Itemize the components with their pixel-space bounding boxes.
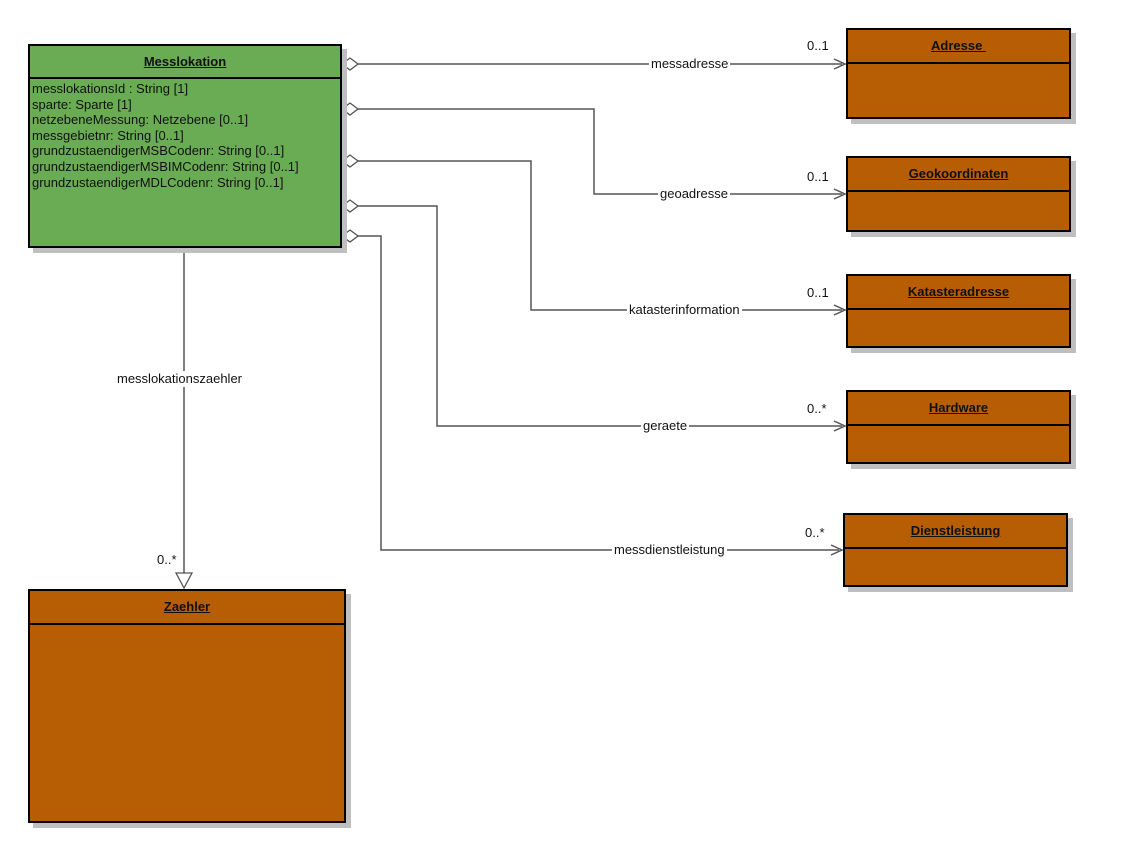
attribute: netzebeneMessung: Netzebene [0..1] <box>32 112 249 128</box>
class-name: Messlokation <box>30 46 340 79</box>
attribute: messgebietnr: String [0..1] <box>32 127 184 143</box>
aggregation-diamond <box>340 199 360 213</box>
aggregation-diamond <box>340 102 360 116</box>
role-label-messlokationszaehler: messlokationszaehler <box>115 371 245 387</box>
class-dienstleistung[interactable]: Dienstleistung <box>843 513 1068 587</box>
attribute: messlokationsId : String [1] <box>32 81 189 96</box>
class-name: Adresse <box>848 30 1069 64</box>
association-line-geraete[interactable] <box>358 205 842 427</box>
role-label-geraete: geraete <box>641 418 690 434</box>
class-name: Katasteradresse <box>848 276 1069 310</box>
association-line-geoadresse[interactable] <box>358 108 842 195</box>
class-katasteradresse[interactable]: Katasteradresse <box>846 274 1071 348</box>
multiplicity-label: 0..* <box>807 401 827 416</box>
multiplicity-label: 0..1 <box>807 169 829 184</box>
generalization-triangle <box>174 572 194 590</box>
attribute: grundzustaendigerMDLCodenr: String [0..1… <box>32 174 284 190</box>
class-messlokation[interactable]: Messlokation messlokationsId : String [1… <box>28 44 342 248</box>
arrowhead <box>833 188 847 200</box>
attribute-list: messlokationsId : String [1] sparte: Spa… <box>30 79 340 192</box>
arrowhead <box>833 58 847 70</box>
multiplicity-label: 0..1 <box>807 38 829 53</box>
attribute: sparte: Sparte [1] <box>32 96 132 112</box>
attribute: grundzustaendigerMSBIMCodenr: String [0.… <box>32 158 299 174</box>
arrowhead <box>833 304 847 316</box>
class-geokoordinaten[interactable]: Geokoordinaten <box>846 156 1071 232</box>
class-name: Hardware <box>848 392 1069 426</box>
aggregation-diamond <box>340 57 360 71</box>
attribute: grundzustaendigerMSBCodenr: String [0..1… <box>32 143 285 159</box>
class-name: Geokoordinaten <box>848 158 1069 192</box>
class-name: Dienstleistung <box>845 515 1066 549</box>
multiplicity-label: 0..1 <box>807 285 829 300</box>
class-name: Zaehler <box>30 591 344 625</box>
arrowhead <box>830 544 844 556</box>
multiplicity-label: 0..* <box>805 525 825 540</box>
multiplicity-label: 0..* <box>157 552 177 567</box>
role-label-geoadresse: geoadresse <box>658 186 730 202</box>
class-adresse[interactable]: Adresse <box>846 28 1071 119</box>
association-line-katasterinformation[interactable] <box>358 160 842 311</box>
arrowhead <box>833 420 847 432</box>
class-zaehler[interactable]: Zaehler <box>28 589 346 823</box>
aggregation-diamond <box>340 154 360 168</box>
association-line-messdienstleistung[interactable] <box>358 235 839 551</box>
class-hardware[interactable]: Hardware <box>846 390 1071 464</box>
role-label-messdienstleistung: messdienstleistung <box>612 542 727 558</box>
role-label-messadresse: messadresse <box>649 56 731 72</box>
role-label-katasterinformation: katasterinformation <box>627 302 742 318</box>
aggregation-diamond <box>340 229 360 243</box>
